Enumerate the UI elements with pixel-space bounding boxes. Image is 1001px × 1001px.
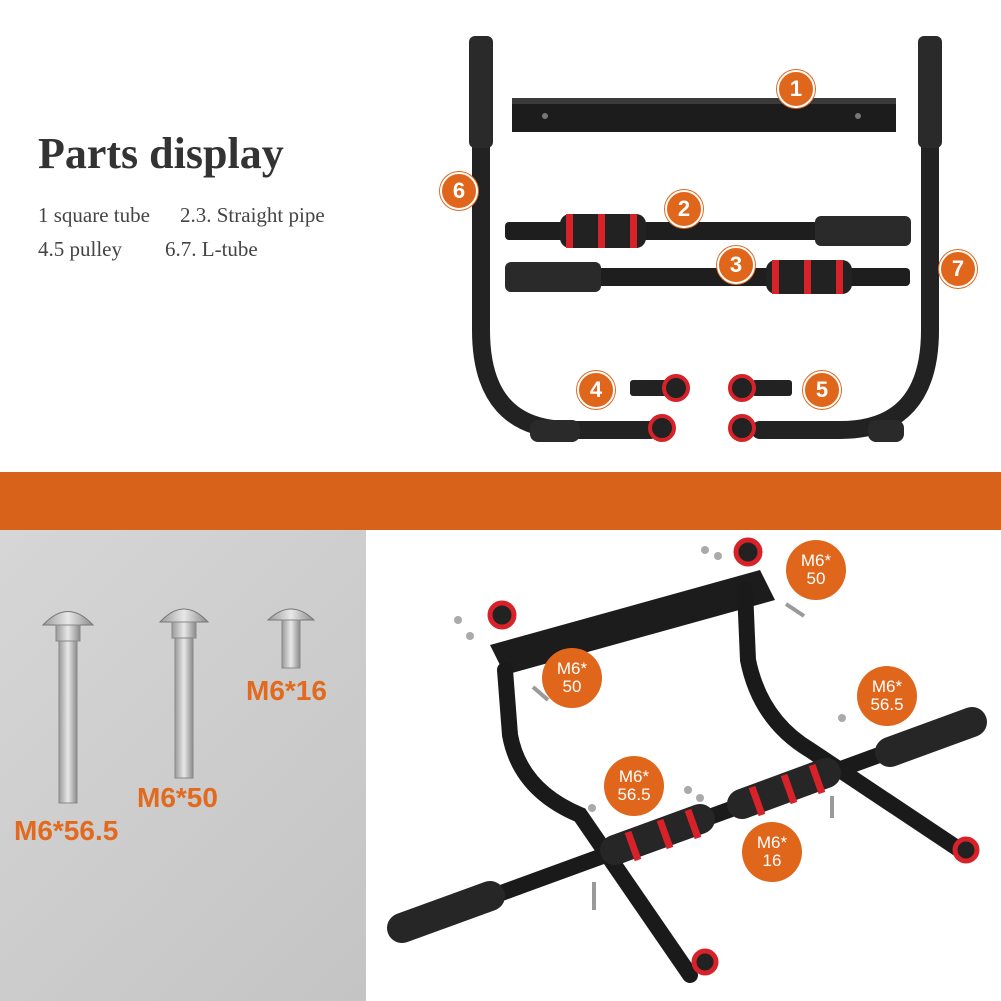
l-tube-right — [751, 36, 942, 442]
legend-pulley: 4.5 pulley — [38, 237, 122, 261]
legend-straight-pipe: 2.3. Straight pipe — [180, 203, 325, 227]
label-screw-medium: M6*50 — [137, 782, 218, 813]
square-tube — [512, 98, 896, 132]
part-badge-3: 3 — [717, 246, 755, 284]
pulleys — [630, 374, 792, 442]
screw-medium — [158, 608, 210, 779]
screws-illustration — [41, 608, 316, 804]
callout-m6-56-5-right: M6*56.5 — [857, 666, 917, 726]
callout-m6-50-left: M6*50 — [542, 648, 602, 708]
page-title: Parts display — [38, 129, 284, 178]
callout-m6-16: M6*16 — [742, 822, 802, 882]
part-badge-2: 2 — [665, 190, 703, 228]
straight-pipe-2 — [505, 214, 911, 248]
straight-pipe-3 — [505, 260, 910, 294]
label-screw-long: M6*56.5 — [14, 815, 119, 846]
callout-m6-50-top: M6*50 — [786, 540, 846, 600]
l-tube-left — [469, 36, 659, 442]
part-badge-7: 7 — [939, 250, 977, 288]
parts-illustration — [469, 36, 942, 442]
part-badge-1: 1 — [777, 70, 815, 108]
screw-long — [41, 611, 95, 804]
screw-short — [266, 608, 316, 669]
callout-m6-56-5-middle: M6*56.5 — [604, 756, 664, 816]
part-badge-6: 6 — [440, 172, 478, 210]
label-screw-short: M6*16 — [246, 675, 327, 706]
part-badge-4: 4 — [577, 371, 615, 409]
part-badge-5: 5 — [803, 371, 841, 409]
section-divider-band — [0, 472, 1001, 530]
legend-l-tube: 6.7. L-tube — [165, 237, 258, 261]
legend-square-tube: 1 square tube — [38, 203, 150, 227]
